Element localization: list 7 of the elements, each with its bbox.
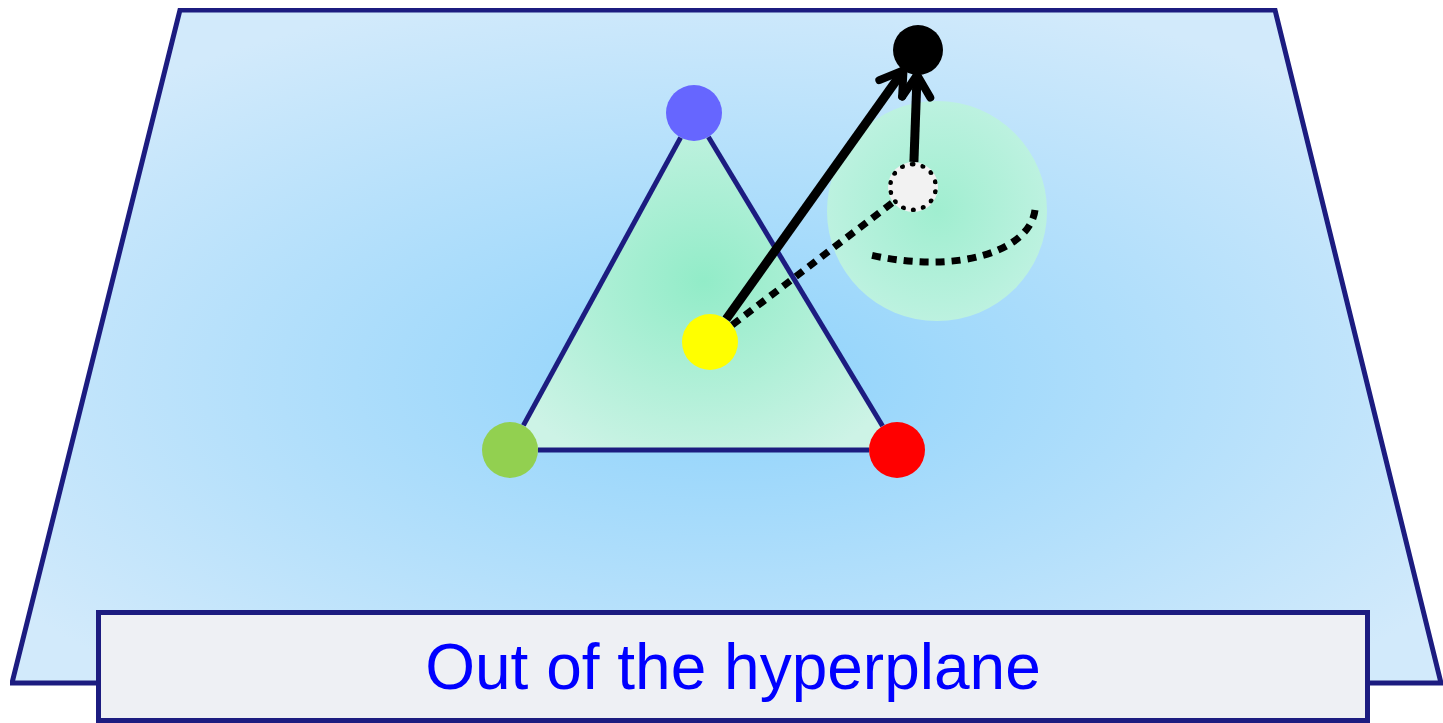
connector-line bbox=[706, 135, 885, 428]
arrow bbox=[722, 66, 908, 322]
caption-box bbox=[96, 610, 1370, 723]
connector-line bbox=[538, 447, 869, 453]
arrow bbox=[898, 71, 935, 163]
connector-line bbox=[730, 199, 896, 328]
connector-line bbox=[521, 136, 683, 427]
